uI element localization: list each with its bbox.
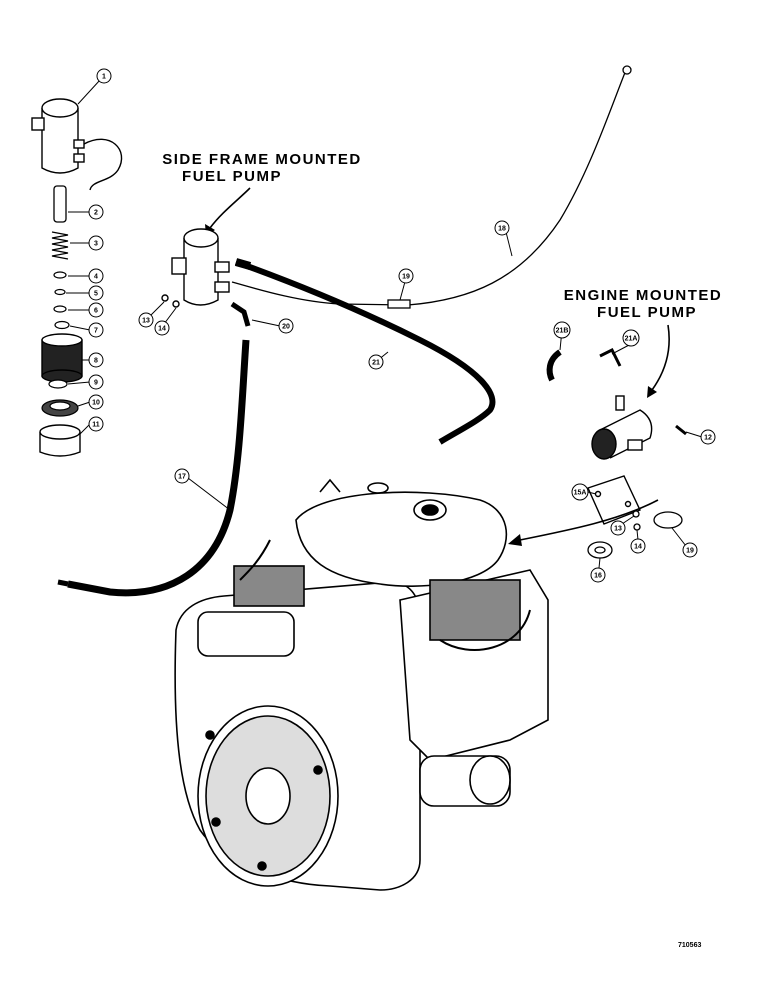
callout-14-engine: 14: [634, 544, 642, 551]
retainer-part-11: [39, 424, 81, 457]
callout-21a: 21A: [625, 336, 638, 343]
callout-labels: 1 2 3 4 5 6 7 8 9 10 11 12 13 14 20 19 1…: [92, 74, 712, 580]
filter-cup-part-8: [41, 333, 83, 383]
heading-engine-line1: ENGINE MOUNTED: [564, 287, 723, 304]
engine-location-arrowhead: [508, 534, 522, 546]
heading-engine: ENGINE MOUNTED FUEL PUMP: [564, 287, 723, 321]
callout-13-engine: 13: [614, 526, 622, 533]
callout-13-side: 13: [142, 318, 150, 325]
callout-19-wire: 19: [402, 274, 410, 281]
small-parts-4-to-7: [53, 271, 70, 330]
callout-6: 6: [94, 308, 98, 315]
wire-terminal: [622, 65, 632, 75]
callout-15a: 15A: [574, 490, 587, 497]
engine-location-arrow: [519, 499, 659, 541]
callout-11: 11: [92, 422, 100, 429]
callout-12: 12: [704, 435, 712, 442]
wire-part-18: [231, 69, 627, 306]
callout-20: 20: [282, 324, 290, 331]
engine-assembly: [174, 478, 549, 891]
gasket-part-9: [48, 379, 68, 389]
callout-19-gasket: 19: [686, 548, 694, 555]
callout-16: 16: [594, 573, 602, 580]
callouts: [66, 68, 716, 583]
hose-part-21-fitting: [234, 258, 252, 270]
callout-21b: 21B: [556, 328, 569, 335]
hose-part-21: [234, 259, 496, 445]
fitting-part-21a: [599, 347, 622, 367]
callout-1: 1: [102, 74, 106, 81]
plunger-part-2: [53, 185, 67, 223]
screen-part-10: [41, 399, 79, 417]
callout-4: 4: [94, 274, 98, 281]
pump-body-part-1: [31, 98, 123, 191]
heading-engine-line2: FUEL PUMP: [597, 304, 697, 321]
heading-side-frame: SIDE FRAME MOUNTED FUEL PUMP: [162, 151, 362, 185]
bolt-part-12: [675, 424, 687, 436]
callout-2: 2: [94, 210, 98, 217]
mounting-plate-part-15a: [587, 475, 641, 525]
callout-7: 7: [94, 328, 98, 335]
engine-arrowhead: [647, 386, 657, 398]
callout-8: 8: [94, 358, 98, 365]
callout-5: 5: [94, 291, 98, 298]
callout-9: 9: [94, 380, 98, 387]
gaskets-13-14-19-16: [587, 510, 683, 559]
reference-number: 710563: [678, 942, 701, 949]
engine-arrow: [651, 324, 670, 391]
connector-part-19: [387, 299, 411, 309]
reference-number-block: 710563: [678, 942, 701, 949]
spring-part-3: [51, 231, 69, 260]
heading-side-frame-line1: SIDE FRAME MOUNTED: [162, 151, 362, 168]
callout-17: 17: [178, 474, 186, 481]
engine-fuel-pump: [591, 395, 653, 460]
elbow-part-20: [230, 301, 251, 327]
callout-21: 21: [372, 360, 380, 367]
hose-part-17-end: [57, 579, 69, 587]
side-frame-fuel-pump: [161, 228, 230, 308]
callout-14-side: 14: [158, 326, 166, 333]
callout-10: 10: [92, 400, 100, 407]
side-frame-arrow: [209, 187, 251, 229]
fitting-part-21b: [546, 349, 562, 382]
engine-wiring: [239, 539, 531, 651]
hose-part-17: [67, 339, 250, 597]
callout-3: 3: [94, 241, 98, 248]
callout-18: 18: [498, 226, 506, 233]
heading-side-frame-line2: FUEL PUMP: [182, 168, 282, 185]
